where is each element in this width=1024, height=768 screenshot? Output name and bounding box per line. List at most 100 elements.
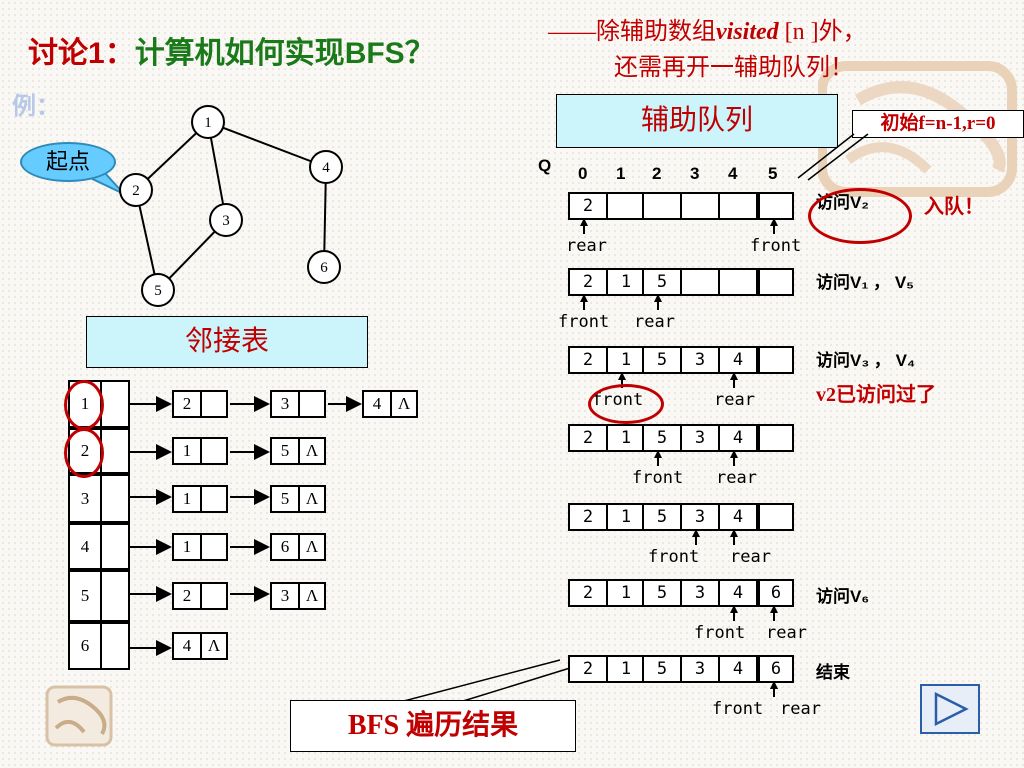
queue-cell: 3 bbox=[680, 503, 720, 531]
adj-node-next bbox=[200, 582, 228, 610]
adj-head-pointer bbox=[100, 523, 130, 570]
rear-label: rear bbox=[780, 699, 821, 719]
adj-node-null: Λ bbox=[298, 532, 326, 561]
queue-cell: 2 bbox=[568, 424, 608, 452]
adj-node-next bbox=[200, 437, 228, 465]
edge-1-4 bbox=[207, 121, 327, 168]
next-slide-button[interactable] bbox=[920, 684, 980, 734]
adj-head-6: 6 bbox=[68, 622, 102, 670]
front-label: front bbox=[632, 468, 684, 488]
queue-cell: 4 bbox=[718, 346, 758, 374]
slide-title: 讨论1：计算机如何实现BFS？ bbox=[28, 37, 435, 70]
graph-diagram: 1 2 3 4 5 6 bbox=[119, 105, 343, 307]
rear-label: rear bbox=[766, 623, 807, 643]
queue-cell: 5 bbox=[642, 655, 682, 683]
queue-pointer-arrows bbox=[730, 605, 778, 621]
result-pointer bbox=[400, 659, 571, 703]
front-label: front bbox=[750, 236, 802, 256]
queue-cell bbox=[758, 424, 794, 452]
adj-node-value: 4 bbox=[172, 632, 202, 660]
queue-cell bbox=[718, 268, 758, 296]
queue-step-status: 结束 bbox=[816, 663, 850, 682]
vertex-1: 1 bbox=[191, 105, 225, 139]
queue-cell bbox=[718, 192, 758, 220]
queue-cell: 5 bbox=[642, 579, 682, 607]
queue-index: 1 bbox=[616, 164, 626, 183]
adj-node-null: Λ bbox=[298, 582, 326, 610]
adj-node-value: 1 bbox=[172, 484, 202, 513]
adj-node-value: 5 bbox=[270, 484, 300, 513]
adj-node-value: 2 bbox=[172, 582, 202, 610]
svg-text:2: 2 bbox=[132, 183, 140, 199]
start-callout: 起点 bbox=[20, 142, 116, 182]
adj-head-pointer bbox=[100, 474, 130, 523]
vertex-6: 6 bbox=[307, 250, 341, 284]
queue-cell: 4 bbox=[718, 655, 758, 683]
queue-pointer-arrows bbox=[654, 450, 738, 466]
queue-cell: 2 bbox=[568, 192, 608, 220]
queue-label: Q bbox=[538, 156, 552, 175]
rear-label: rear bbox=[716, 468, 757, 488]
queue-cell: 1 bbox=[606, 424, 646, 452]
highlight-visit-v2 bbox=[808, 188, 912, 244]
highlight-vertex-2 bbox=[64, 428, 104, 478]
play-arrow-icon bbox=[934, 691, 969, 727]
rear-label: rear bbox=[634, 312, 675, 332]
queue-cell: 1 bbox=[606, 503, 646, 531]
queue-cell: 4 bbox=[718, 503, 758, 531]
vertex-5: 5 bbox=[141, 273, 175, 307]
rear-label: rear bbox=[566, 236, 607, 256]
queue-index: 5 bbox=[768, 164, 778, 183]
queue-cell: 1 bbox=[606, 655, 646, 683]
queue-cell: 1 bbox=[606, 268, 646, 296]
svg-text:1: 1 bbox=[204, 115, 212, 131]
adj-node-value: 4 bbox=[362, 390, 392, 418]
queue-cell: 3 bbox=[680, 424, 720, 452]
adj-node-value: 3 bbox=[270, 390, 300, 418]
queue-pointer-arrows bbox=[692, 529, 738, 545]
queue-cell bbox=[680, 192, 720, 220]
adj-node-value: 1 bbox=[172, 532, 202, 561]
adj-node-value: 6 bbox=[270, 532, 300, 561]
front-label: front bbox=[648, 547, 700, 567]
adjacency-caption: 邻接表 bbox=[86, 316, 368, 368]
queue-index: 0 bbox=[578, 164, 588, 183]
queue-cell: 3 bbox=[680, 579, 720, 607]
queue-cell bbox=[642, 192, 682, 220]
edge-2-5 bbox=[135, 189, 159, 291]
adj-head-pointer bbox=[100, 622, 130, 670]
front-label: front bbox=[558, 312, 610, 332]
queue-step-note: v2已访问过了 bbox=[816, 384, 936, 406]
queue-step-status: 访问V₆ bbox=[816, 587, 870, 606]
adj-node-null: Λ bbox=[298, 437, 326, 465]
queue-cell bbox=[758, 346, 794, 374]
init-note: 初始f=n-1,r=0 bbox=[852, 110, 1024, 138]
vertex-2: 2 bbox=[119, 173, 153, 207]
adj-head-3: 3 bbox=[68, 474, 102, 523]
front-label: front bbox=[694, 623, 746, 643]
queue-cell: 5 bbox=[642, 268, 682, 296]
queue-cell: 2 bbox=[568, 346, 608, 374]
queue-cell: 2 bbox=[568, 503, 608, 531]
queue-cell bbox=[680, 268, 720, 296]
queue-cell bbox=[758, 192, 794, 220]
vertex-3: 3 bbox=[209, 203, 243, 237]
queue-cell: 5 bbox=[642, 503, 682, 531]
queue-cell: 2 bbox=[568, 579, 608, 607]
rear-label: rear bbox=[730, 547, 771, 567]
queue-cell: 3 bbox=[680, 655, 720, 683]
queue-cell: 6 bbox=[758, 579, 794, 607]
adj-node-next bbox=[298, 390, 326, 418]
rear-label: rear bbox=[714, 390, 755, 410]
adj-node-null: Λ bbox=[390, 390, 418, 418]
queue-index: 2 bbox=[652, 164, 662, 183]
adj-node-null: Λ bbox=[298, 484, 326, 513]
queue-cell bbox=[606, 192, 646, 220]
adj-head-4: 4 bbox=[68, 523, 102, 570]
svg-text:5: 5 bbox=[154, 283, 162, 299]
bfs-result-caption: BFS 遍历结果 bbox=[290, 700, 576, 752]
queue-cell: 4 bbox=[718, 424, 758, 452]
queue-step-status: 访问V₃ ， V₄ bbox=[816, 351, 916, 370]
queue-caption: 辅助队列 bbox=[556, 94, 838, 148]
